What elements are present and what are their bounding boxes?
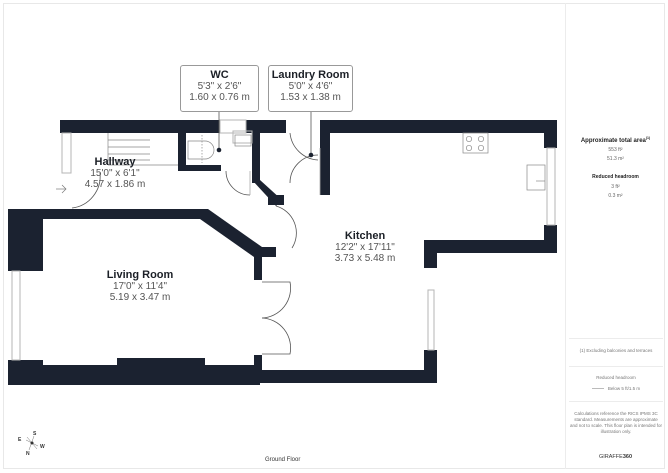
reduced-headroom-title: Reduced headroom — [592, 174, 639, 180]
svg-text:N: N — [26, 451, 30, 456]
sink — [526, 164, 546, 191]
total-area-title: Approximate total area(1) — [580, 136, 651, 144]
legend-item: Below 5 ft/1.5 m — [570, 386, 662, 392]
windows — [11, 119, 556, 361]
page-frame — [3, 3, 665, 469]
stairs — [107, 133, 178, 166]
legend-line-icon — [591, 388, 604, 390]
svg-text:S: S — [33, 431, 37, 437]
svg-text:W: W — [40, 444, 45, 450]
sidebar-divider — [569, 401, 663, 402]
svg-text:E: E — [18, 437, 22, 443]
reduced-headroom-ft: 3 ft² — [611, 184, 620, 190]
compass-icon: E S W N — [18, 431, 45, 456]
toilet — [187, 134, 252, 163]
sidebar-divider — [569, 366, 663, 367]
brand-logo: GIRAFFE360 — [598, 454, 633, 460]
legend-title: Reduced headroom — [596, 375, 636, 380]
label-pointers — [218, 111, 312, 155]
floor-plan — [8, 111, 557, 385]
sidebar-divider — [569, 338, 663, 339]
room-label-kitchen: Kitchen 12'2" x 17'11" 3.73 x 5.48 m — [334, 230, 396, 264]
total-area-m: 51.3 m² — [607, 156, 624, 162]
room-label-hallway: Hallway 15'0" x 6'1" 4.57 x 1.86 m — [84, 156, 146, 190]
hob — [462, 132, 489, 154]
total-area-ft: 553 ft² — [608, 147, 623, 153]
floor-label: Ground Floor — [265, 457, 301, 463]
disclaimer: Calculations reference the RICS IPMS 3C … — [570, 411, 662, 434]
reduced-headroom-m: 0.3 m² — [608, 193, 623, 199]
walls — [8, 120, 557, 385]
room-label-living: Living Room 17'0" x 11'4" 5.19 x 3.47 m — [106, 269, 174, 303]
doors — [71, 132, 321, 355]
info-sidebar: Approximate total area(1) 553 ft² 51.3 m… — [565, 3, 665, 469]
room-label-wc: WC 5'3" x 2'6" 1.60 x 0.76 m — [180, 65, 259, 112]
footnote: (1) Excluding balconies and terraces — [579, 348, 653, 353]
room-label-laundry: Laundry Room 5'0" x 4'6" 1.53 x 1.38 m — [268, 65, 353, 112]
entry-arrow-icon — [56, 184, 67, 194]
